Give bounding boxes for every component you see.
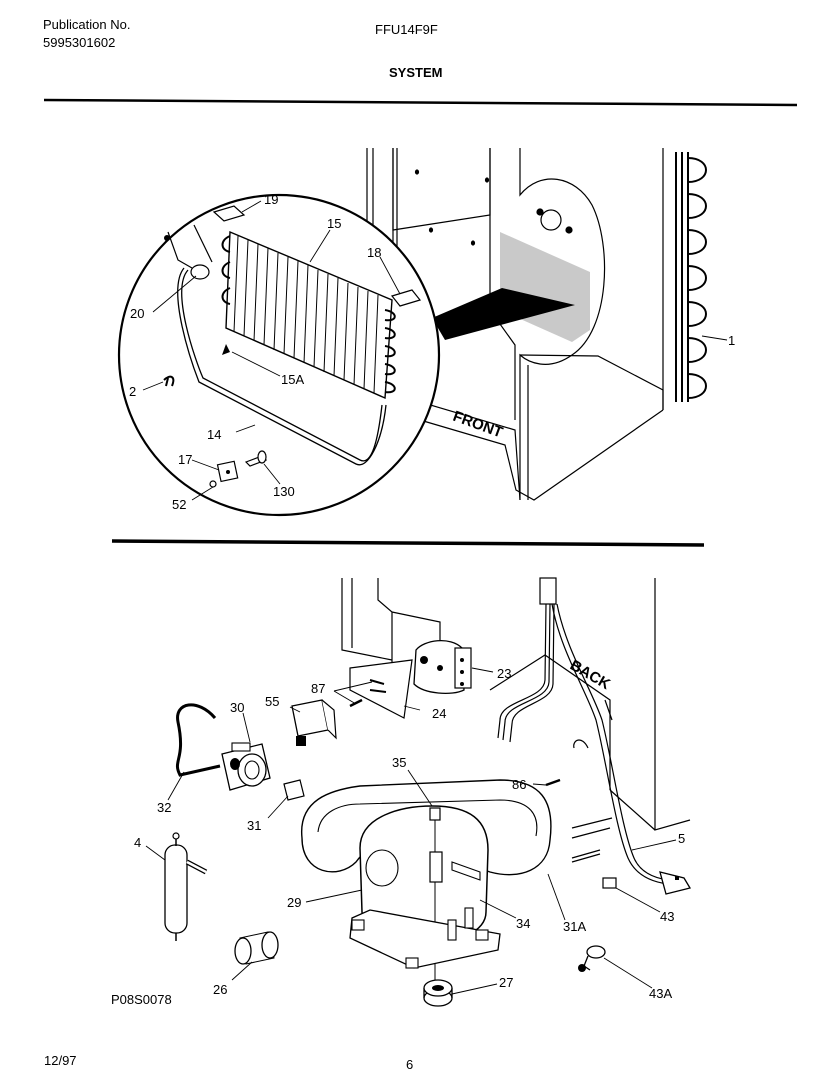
figure-code: P08S0078 [111, 992, 172, 1007]
part-26-grommet [234, 931, 279, 965]
relay-bracket [349, 659, 413, 719]
callout-130: 130 [273, 484, 295, 499]
callout-18: 18 [367, 245, 381, 260]
condenser-coil [675, 152, 707, 402]
callout-31: 31 [247, 818, 261, 833]
callout-19: 19 [264, 192, 278, 207]
callout-2: 2 [129, 384, 136, 399]
callout-4: 4 [134, 835, 141, 850]
callout-87: 87 [311, 681, 325, 696]
upper-leader-lines [142, 200, 728, 501]
callout-1: 1 [728, 333, 735, 348]
callout-26: 26 [213, 982, 227, 997]
footer-date: 12/97 [44, 1053, 77, 1068]
part-55-relay-cover [291, 699, 337, 746]
header-rule [43, 98, 798, 107]
part-31-terminal [283, 779, 305, 801]
callout-27: 27 [499, 975, 513, 990]
callout-15: 15 [327, 216, 341, 231]
part-18-clip [390, 289, 422, 307]
capillary-tube [177, 267, 387, 466]
part-4-drier [164, 832, 208, 941]
start-relay [413, 640, 472, 695]
model-number: FFU14F9F [375, 22, 438, 37]
defrost-thermostat [164, 224, 213, 280]
callout-23: 23 [497, 666, 511, 681]
callout-29: 29 [287, 895, 301, 910]
part-15a-fitting [222, 344, 230, 355]
evaporator-area-shading [500, 232, 590, 342]
power-cord-plug [659, 871, 692, 895]
page-number: 6 [406, 1057, 413, 1072]
part-27-grommet [423, 979, 453, 1007]
callout-86: 86 [512, 777, 526, 792]
callout-34: 34 [516, 916, 530, 931]
callout-30: 30 [230, 700, 244, 715]
callout-43a: 43A [649, 986, 672, 1001]
part-43-clamp [602, 877, 617, 889]
callout-14: 14 [207, 427, 221, 442]
part-43a-clamp [578, 945, 606, 972]
callout-15a: 15A [281, 372, 304, 387]
callout-52: 52 [172, 497, 186, 512]
callout-20: 20 [130, 306, 144, 321]
part-86-screw [545, 778, 561, 787]
compressor [349, 805, 501, 980]
overload-protector [221, 742, 271, 791]
part-87-screws [369, 679, 387, 693]
detail-leader-wedge [432, 288, 575, 340]
lower-leader-lines [145, 667, 677, 995]
publication-number: 5995301602 [43, 35, 116, 50]
section-divider-rule [111, 539, 705, 547]
wiring-harness [497, 577, 669, 885]
part-52-grommet [209, 480, 217, 488]
callout-35: 35 [392, 755, 406, 770]
callout-5: 5 [678, 831, 685, 846]
section-title: SYSTEM [389, 65, 443, 80]
callout-17: 17 [178, 452, 192, 467]
evaporator-fins [221, 230, 396, 400]
part-2-clip [163, 375, 175, 387]
callout-43: 43 [660, 909, 674, 924]
callout-55: 55 [265, 694, 279, 709]
callout-31a: 31A [563, 919, 586, 934]
callout-24: 24 [432, 706, 446, 721]
callout-32: 32 [157, 800, 171, 815]
back-label: BACK [567, 657, 613, 693]
part-32-wire [175, 703, 221, 777]
publication-label: Publication No. [43, 17, 131, 32]
part-19-clip [212, 205, 246, 222]
